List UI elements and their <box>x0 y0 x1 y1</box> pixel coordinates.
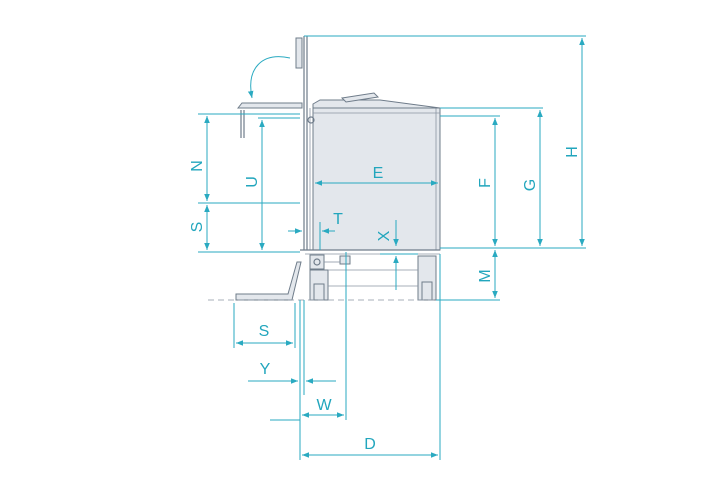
tilt-arrow-icon <box>247 56 291 99</box>
label-s-vertical: S <box>189 222 206 233</box>
label-e: E <box>373 165 384 182</box>
label-m: M <box>477 269 494 282</box>
label-d: D <box>364 436 376 453</box>
label-t: T <box>333 211 343 228</box>
label-w: W <box>316 397 332 414</box>
label-u: U <box>244 176 261 188</box>
drain-valve <box>309 254 325 270</box>
label-n: N <box>189 160 206 172</box>
label-f: F <box>477 178 494 188</box>
front-door-open <box>235 261 302 301</box>
label-g: G <box>522 179 539 191</box>
label-h: H <box>564 146 581 158</box>
vertical-lid-rod <box>295 37 303 69</box>
machine-outline <box>208 36 468 301</box>
lid <box>312 99 441 109</box>
label-y: Y <box>260 361 271 378</box>
label-x: X <box>376 230 393 241</box>
open-lid-panel <box>236 102 303 109</box>
dimension-labels: H G F M E N S U T X S Y W D <box>189 146 581 453</box>
hinge <box>307 116 315 124</box>
tank-body <box>312 107 441 251</box>
label-s-horizontal: S <box>259 323 270 340</box>
dimension-lines <box>198 35 586 460</box>
